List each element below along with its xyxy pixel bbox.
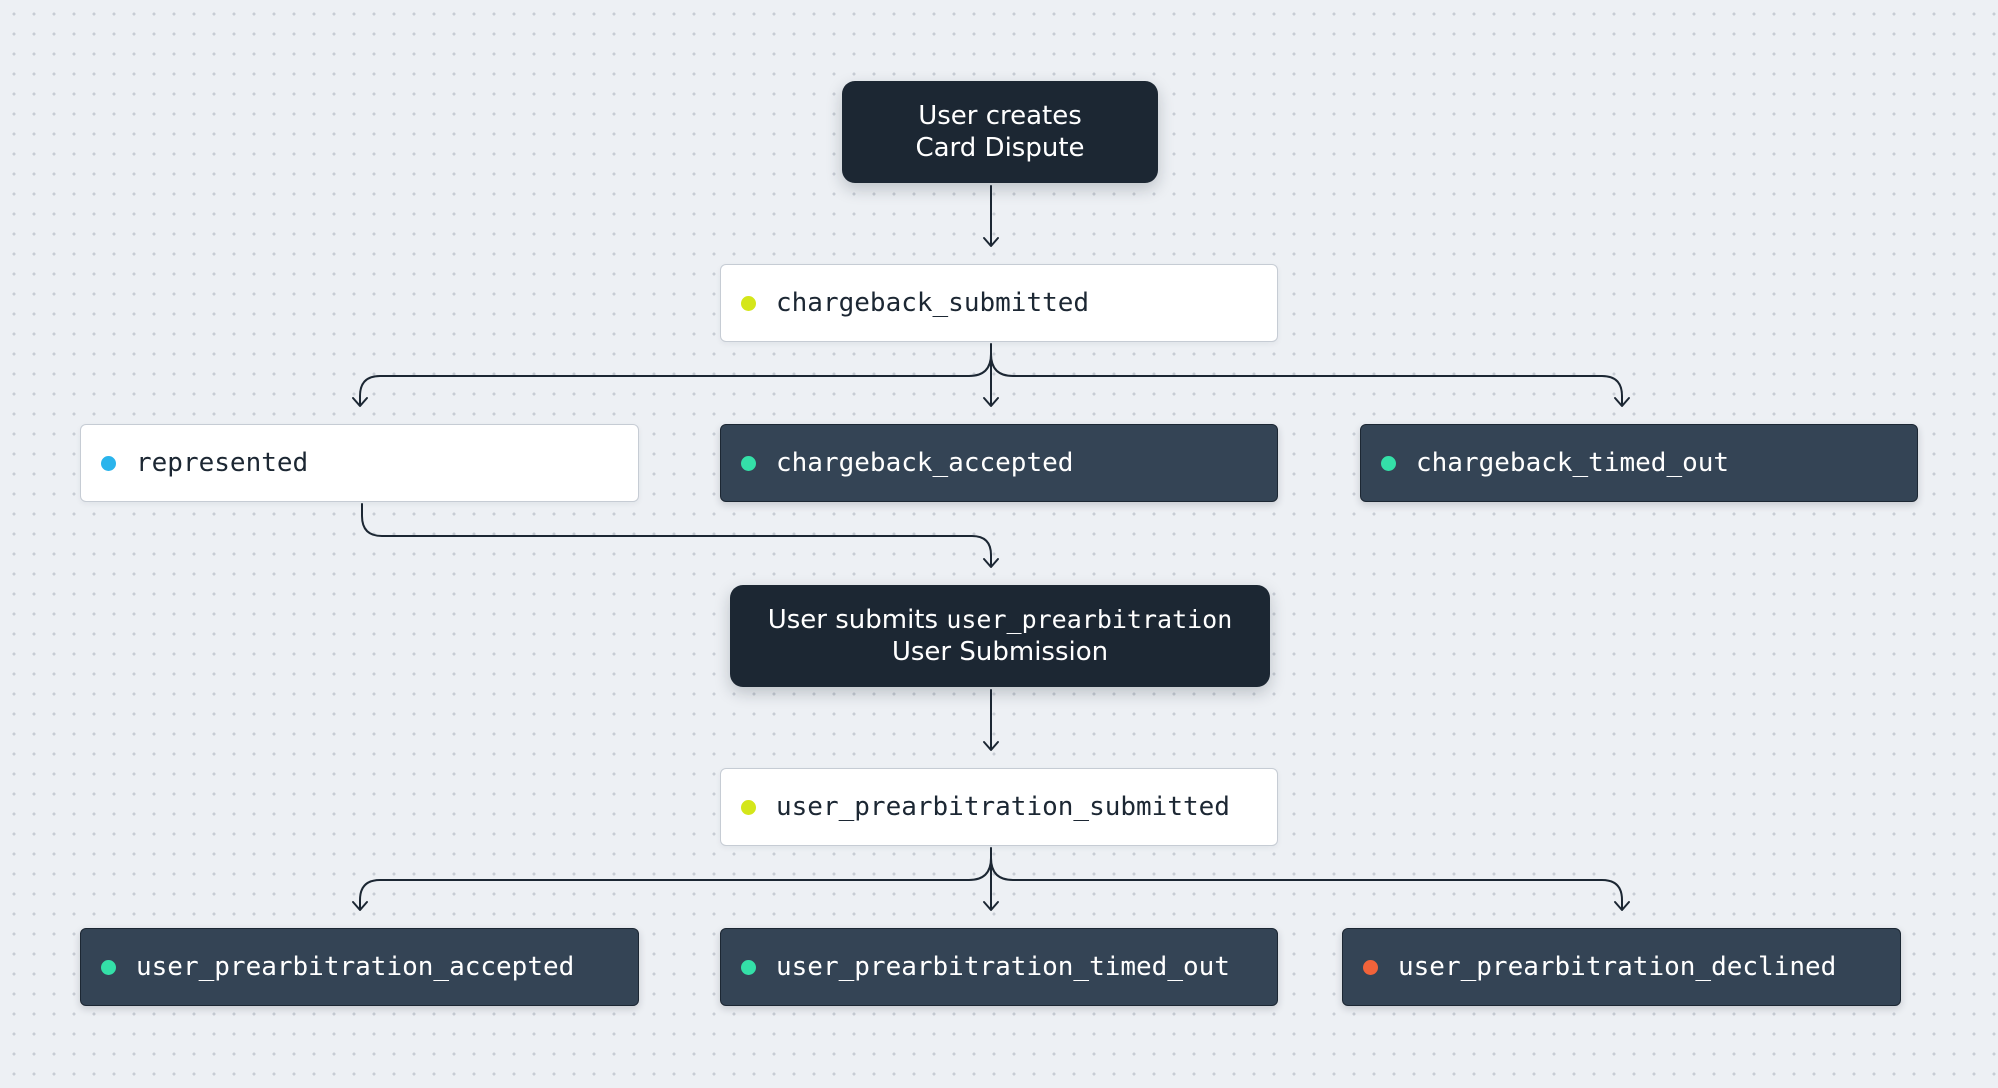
state-label: user_prearbitration_accepted <box>136 952 575 982</box>
state-chargeback-submitted: chargeback_submitted <box>720 264 1278 342</box>
state-label: chargeback_accepted <box>776 448 1074 478</box>
status-dot-yellow <box>741 295 756 311</box>
status-dot-yellow <box>741 799 756 815</box>
state-chargeback-timed-out: chargeback_timed_out <box>1360 424 1918 502</box>
arrow-prearb-to-accepted <box>359 857 992 910</box>
event-user-submits-prearbitration: User submits user_prearbitration User Su… <box>730 585 1270 687</box>
status-dot-red <box>1363 959 1378 975</box>
status-dot-green <box>1381 455 1396 471</box>
arrowhead-prearb-declined <box>1614 901 1630 911</box>
status-dot-green <box>741 455 756 471</box>
arrowhead-represented <box>352 397 368 407</box>
arrow-submitted-to-represented <box>359 353 992 406</box>
event-line-2: User Submission <box>891 637 1109 667</box>
state-label: user_prearbitration_timed_out <box>776 952 1230 982</box>
state-user-prearbitration-accepted: user_prearbitration_accepted <box>80 928 639 1006</box>
state-label: user_prearbitration_submitted <box>776 792 1230 822</box>
event-line-2: Card Dispute <box>915 133 1085 163</box>
state-user-prearbitration-declined: user_prearbitration_declined <box>1342 928 1901 1006</box>
event-prefix: User submits <box>767 605 939 635</box>
state-represented: represented <box>80 424 639 502</box>
state-label: chargeback_timed_out <box>1416 448 1730 478</box>
status-dot-green <box>101 959 116 975</box>
arrowhead-timed-out <box>1614 397 1630 407</box>
state-chargeback-accepted: chargeback_accepted <box>720 424 1278 502</box>
state-label: represented <box>136 448 309 478</box>
arrow-submitted-to-timed-out <box>990 353 1623 406</box>
status-dot-green <box>741 959 756 975</box>
state-user-prearbitration-submitted: user_prearbitration_submitted <box>720 768 1278 846</box>
arrow-prearb-to-declined <box>990 857 1623 910</box>
arrowhead-accepted <box>983 397 999 407</box>
event-user-creates-card-dispute: User creates Card Dispute <box>842 81 1158 183</box>
arrowhead-prearb-submitted <box>983 741 999 751</box>
status-dot-blue <box>101 455 116 471</box>
state-label: chargeback_submitted <box>776 288 1090 318</box>
event-code: user_prearbitration <box>946 605 1233 634</box>
arrowhead-submitted <box>983 237 999 247</box>
event-line-1: User creates <box>918 101 1082 131</box>
arrowhead-prearb-timed-out <box>983 901 999 911</box>
arrowhead-submission <box>983 558 999 568</box>
event-line-1: User submits user_prearbitration <box>768 604 1233 636</box>
state-label: user_prearbitration_declined <box>1398 952 1837 982</box>
arrow-represented-to-submission <box>361 503 992 567</box>
arrowhead-prearb-accepted <box>352 901 368 911</box>
state-user-prearbitration-timed-out: user_prearbitration_timed_out <box>720 928 1278 1006</box>
